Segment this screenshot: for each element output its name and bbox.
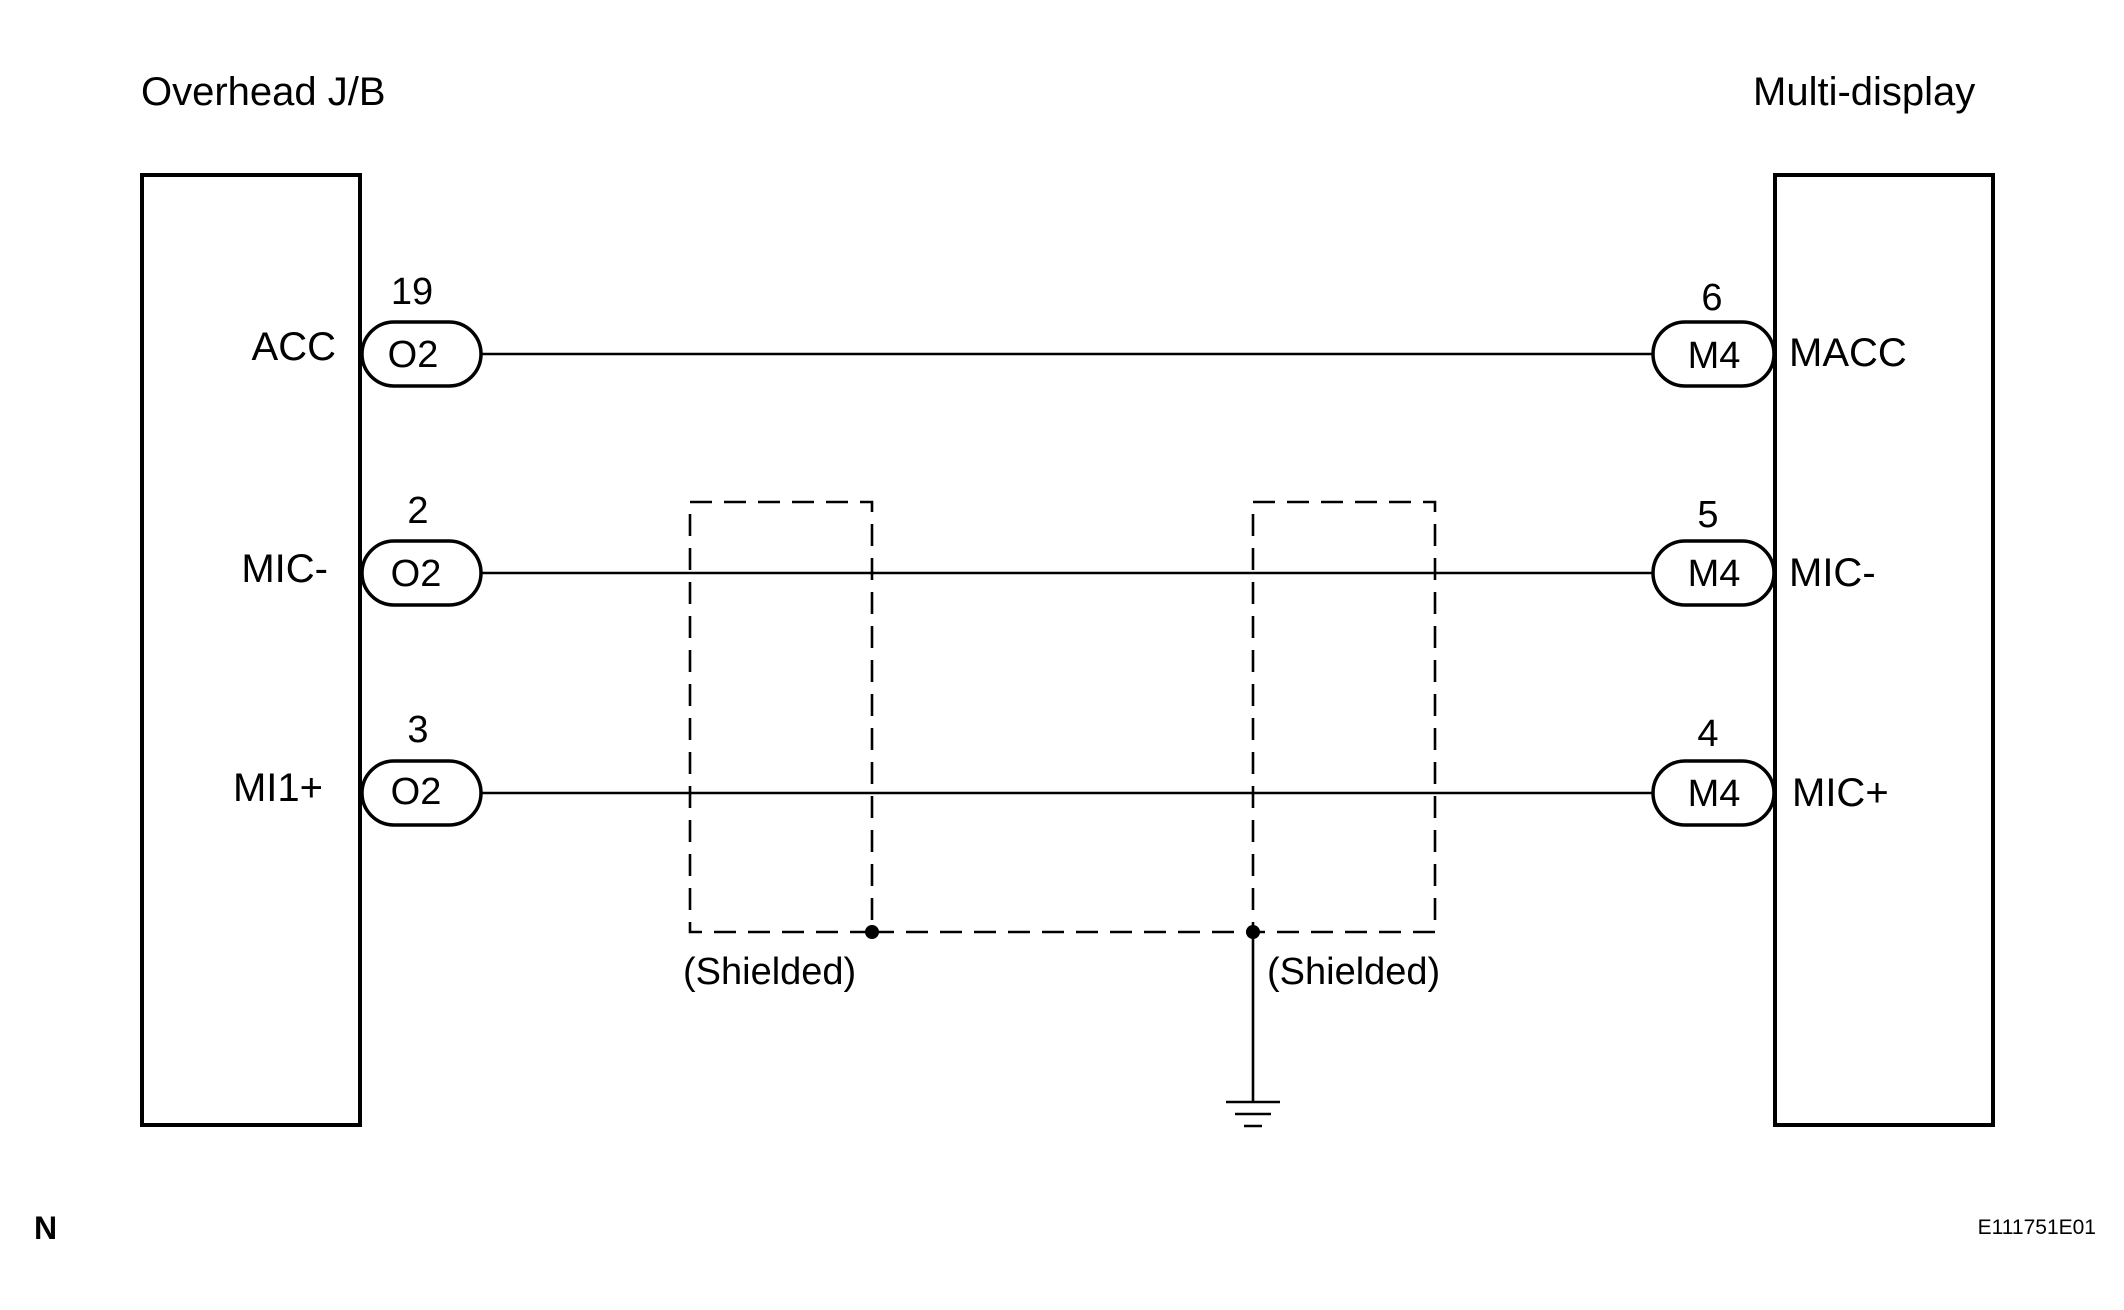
right-connector-label: M4 bbox=[1688, 553, 1741, 595]
shield-label-left: (Shielded) bbox=[683, 951, 856, 993]
right-connector-label: M4 bbox=[1688, 773, 1741, 815]
ground-icon bbox=[1226, 1100, 1280, 1128]
right-connector bbox=[1651, 759, 1776, 827]
left-connector-label: O2 bbox=[391, 553, 442, 595]
right-component-title: Multi-display bbox=[1753, 70, 1975, 114]
right-terminal-name: MACC bbox=[1789, 331, 1907, 375]
right-pin-number: 4 bbox=[1697, 713, 1718, 755]
multi-display-box bbox=[1773, 173, 1995, 1127]
right-pin-number: 5 bbox=[1697, 494, 1718, 536]
right-terminal-name: MIC- bbox=[1789, 551, 1876, 595]
overhead-jb-box bbox=[140, 173, 362, 1127]
left-pin-number: 19 bbox=[391, 271, 433, 313]
circuit-mic-plus: MI1+ 3 O2 4 M4 MIC+ bbox=[233, 709, 1889, 827]
left-pin-number: 2 bbox=[407, 490, 428, 532]
left-connector bbox=[360, 320, 483, 388]
right-pin-number: 6 bbox=[1701, 277, 1722, 319]
figure-code: E111751E01 bbox=[1978, 1216, 2096, 1239]
right-connector bbox=[1651, 320, 1776, 388]
left-terminal-name: ACC bbox=[252, 325, 336, 369]
left-terminal-name: MIC- bbox=[241, 547, 328, 591]
left-connector bbox=[360, 759, 483, 827]
shield-box-left bbox=[688, 500, 874, 934]
right-terminal-name: MIC+ bbox=[1792, 771, 1889, 815]
circuit-acc: ACC 19 O2 6 M4 MACC bbox=[252, 271, 1907, 388]
right-connector bbox=[1651, 539, 1776, 607]
left-connector-label: O2 bbox=[388, 334, 439, 376]
right-connector-label: M4 bbox=[1688, 335, 1741, 377]
shield-label-right: (Shielded) bbox=[1267, 951, 1440, 993]
left-connector-label: O2 bbox=[391, 771, 442, 813]
left-component-title: Overhead J/B bbox=[141, 70, 386, 114]
shield-junction-left bbox=[865, 925, 879, 939]
left-pin-number: 3 bbox=[407, 709, 428, 751]
shield-box-right bbox=[1251, 500, 1437, 934]
left-connector bbox=[360, 539, 483, 607]
section-marker: N bbox=[34, 1210, 57, 1246]
circuit-mic-minus: MIC- 2 O2 5 M4 MIC- bbox=[241, 490, 1876, 607]
left-terminal-name: MI1+ bbox=[233, 766, 323, 810]
